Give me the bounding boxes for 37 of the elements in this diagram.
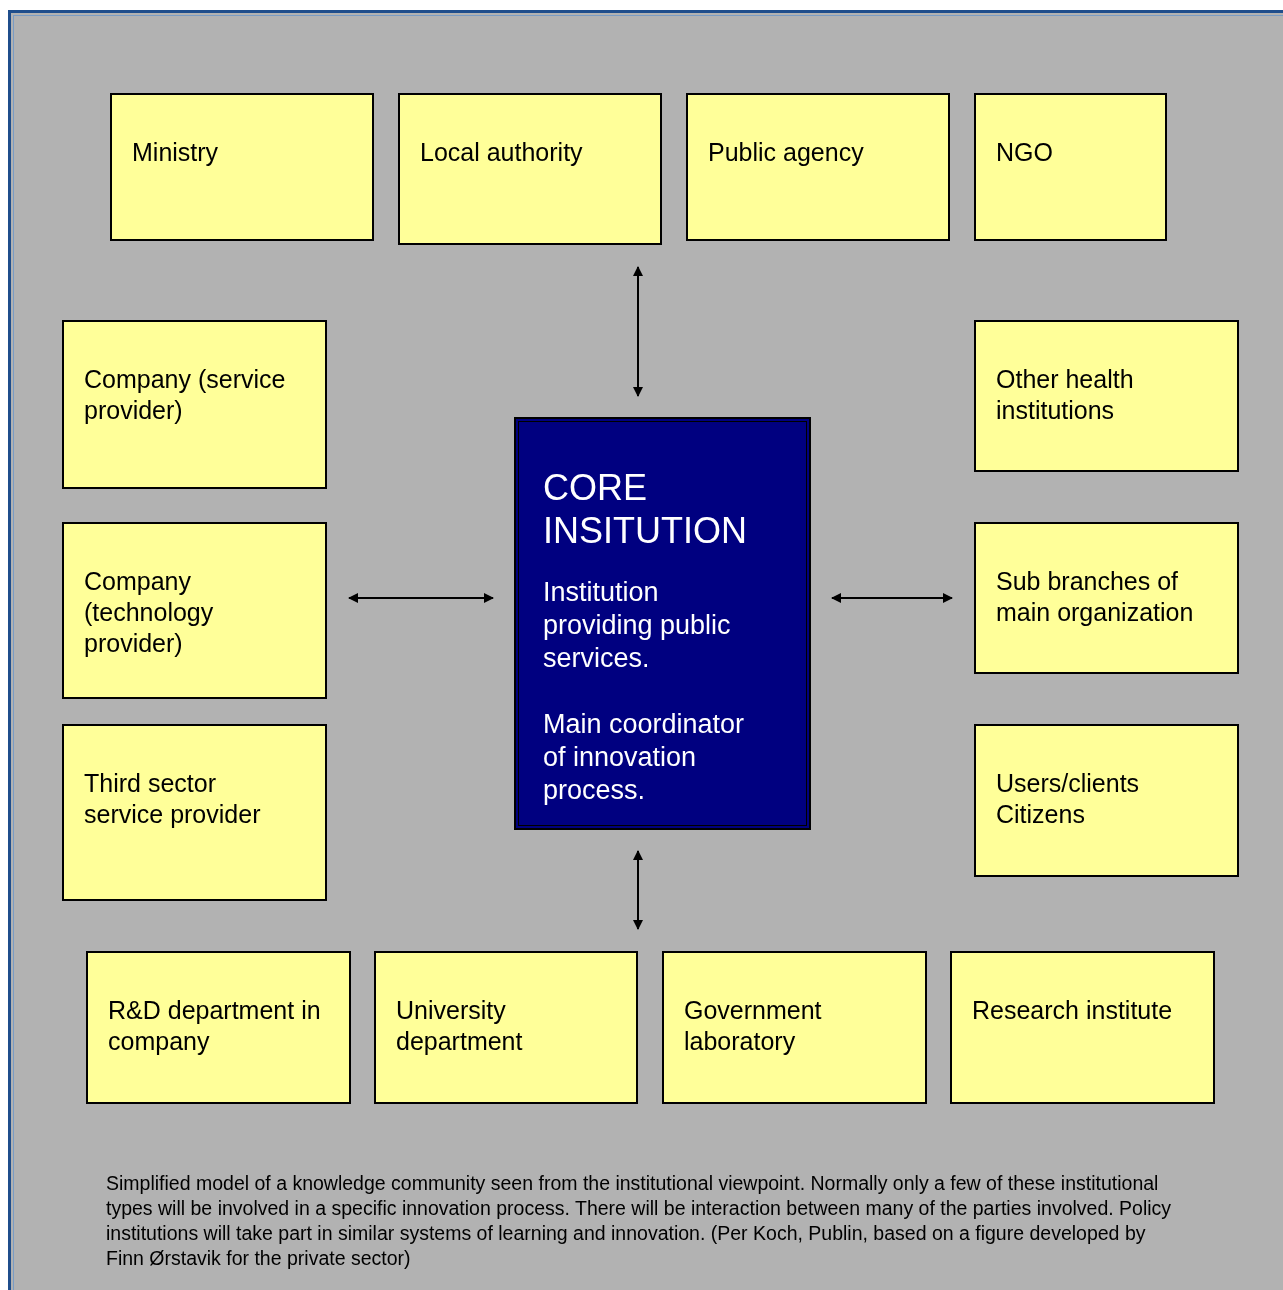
institution-box bbox=[62, 320, 327, 489]
institution-box bbox=[662, 951, 927, 1104]
double-arrow bbox=[831, 593, 953, 603]
institution-box bbox=[974, 93, 1167, 241]
box-label: Users/clients Citizens bbox=[996, 768, 1141, 830]
institution-box bbox=[62, 522, 327, 699]
box-label: Other health institutions bbox=[996, 364, 1135, 426]
institution-box bbox=[974, 724, 1239, 877]
institution-box bbox=[86, 951, 351, 1104]
box-label: Government laboratory bbox=[684, 995, 823, 1057]
double-arrow bbox=[348, 593, 494, 603]
institution-box bbox=[686, 93, 950, 241]
institution-box bbox=[110, 93, 374, 241]
institution-box bbox=[974, 522, 1239, 674]
caption: Simplified model of a knowledge community seen from the institutional viewpoint. Normally only a few of these institutional types will be involved in a specific innovation process. There will be interaction between many of the parties involved. Policy institutions will take part in similar systems of learning and innovation. (Per Koch, Publin, based on a figure developed by Finn Ørstavik for the private sector) bbox=[106, 1171, 1173, 1271]
box-label: Company (technology provider) bbox=[84, 566, 215, 659]
box-label: Sub branches of main organization bbox=[996, 566, 1195, 628]
box-label: Local authority bbox=[420, 137, 584, 168]
box-label: NGO bbox=[996, 137, 1054, 168]
box-title: CORE INSITUTION bbox=[543, 466, 748, 552]
box-text: Institution providing public services. bbox=[543, 576, 732, 675]
institution-box bbox=[374, 951, 638, 1104]
box-label: University department bbox=[396, 995, 524, 1057]
box-label: R&D department in company bbox=[108, 995, 322, 1057]
institution-box bbox=[398, 93, 662, 245]
box-label: Research institute bbox=[972, 995, 1174, 1026]
box-text: Main coordinator of innovation process. bbox=[543, 708, 746, 807]
institution-box bbox=[974, 320, 1239, 472]
institution-box bbox=[62, 724, 327, 901]
box-label: Ministry bbox=[132, 137, 220, 168]
institution-box bbox=[950, 951, 1215, 1104]
core-box bbox=[515, 418, 810, 829]
box-label: Company (service provider) bbox=[84, 364, 287, 426]
box-label: Third sector service provider bbox=[84, 768, 262, 830]
box-label: Public agency bbox=[708, 137, 865, 168]
double-arrow bbox=[633, 266, 643, 397]
double-arrow bbox=[633, 850, 643, 930]
